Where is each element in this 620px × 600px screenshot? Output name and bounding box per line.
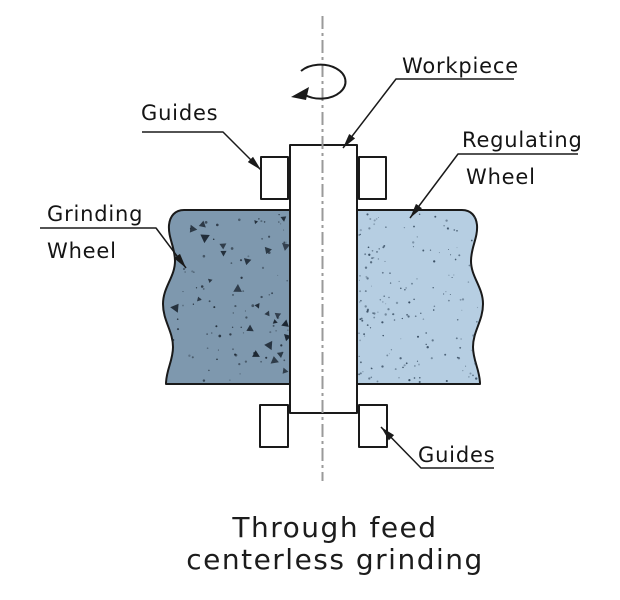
label-workpiece: Workpiece (402, 54, 519, 78)
leader-guides-bottom (380, 426, 494, 469)
regulating-wheel-texture (358, 213, 479, 384)
guide-top-right (358, 156, 387, 200)
label-regulating-wheel-line1: Regulating (462, 128, 583, 152)
leader-workpiece (342, 78, 514, 149)
guide-top-left (260, 156, 289, 200)
rotation-arrowhead-icon (291, 87, 309, 100)
rotation-arrow-icon (300, 63, 347, 100)
guide-bottom-right (358, 404, 388, 448)
label-guides-bottom: Guides (418, 443, 495, 467)
caption-line1: Through feed (231, 511, 437, 544)
label-grinding-wheel-line2: Wheel (47, 239, 117, 263)
label-grinding-wheel-line1: Grinding (47, 202, 143, 226)
caption-line2: centerless grinding (186, 543, 484, 576)
grinding-wheel (162, 209, 291, 385)
regulating-wheel (356, 209, 484, 385)
leader-regulating-wheel (409, 153, 578, 219)
grinding-wheel-texture (169, 213, 290, 382)
guide-bottom-left (259, 404, 289, 448)
label-regulating-wheel-line2: Wheel (466, 165, 536, 189)
label-guides-top: Guides (141, 101, 218, 125)
leader-guides-top (142, 131, 262, 171)
leader-grinding-wheel (40, 227, 187, 269)
